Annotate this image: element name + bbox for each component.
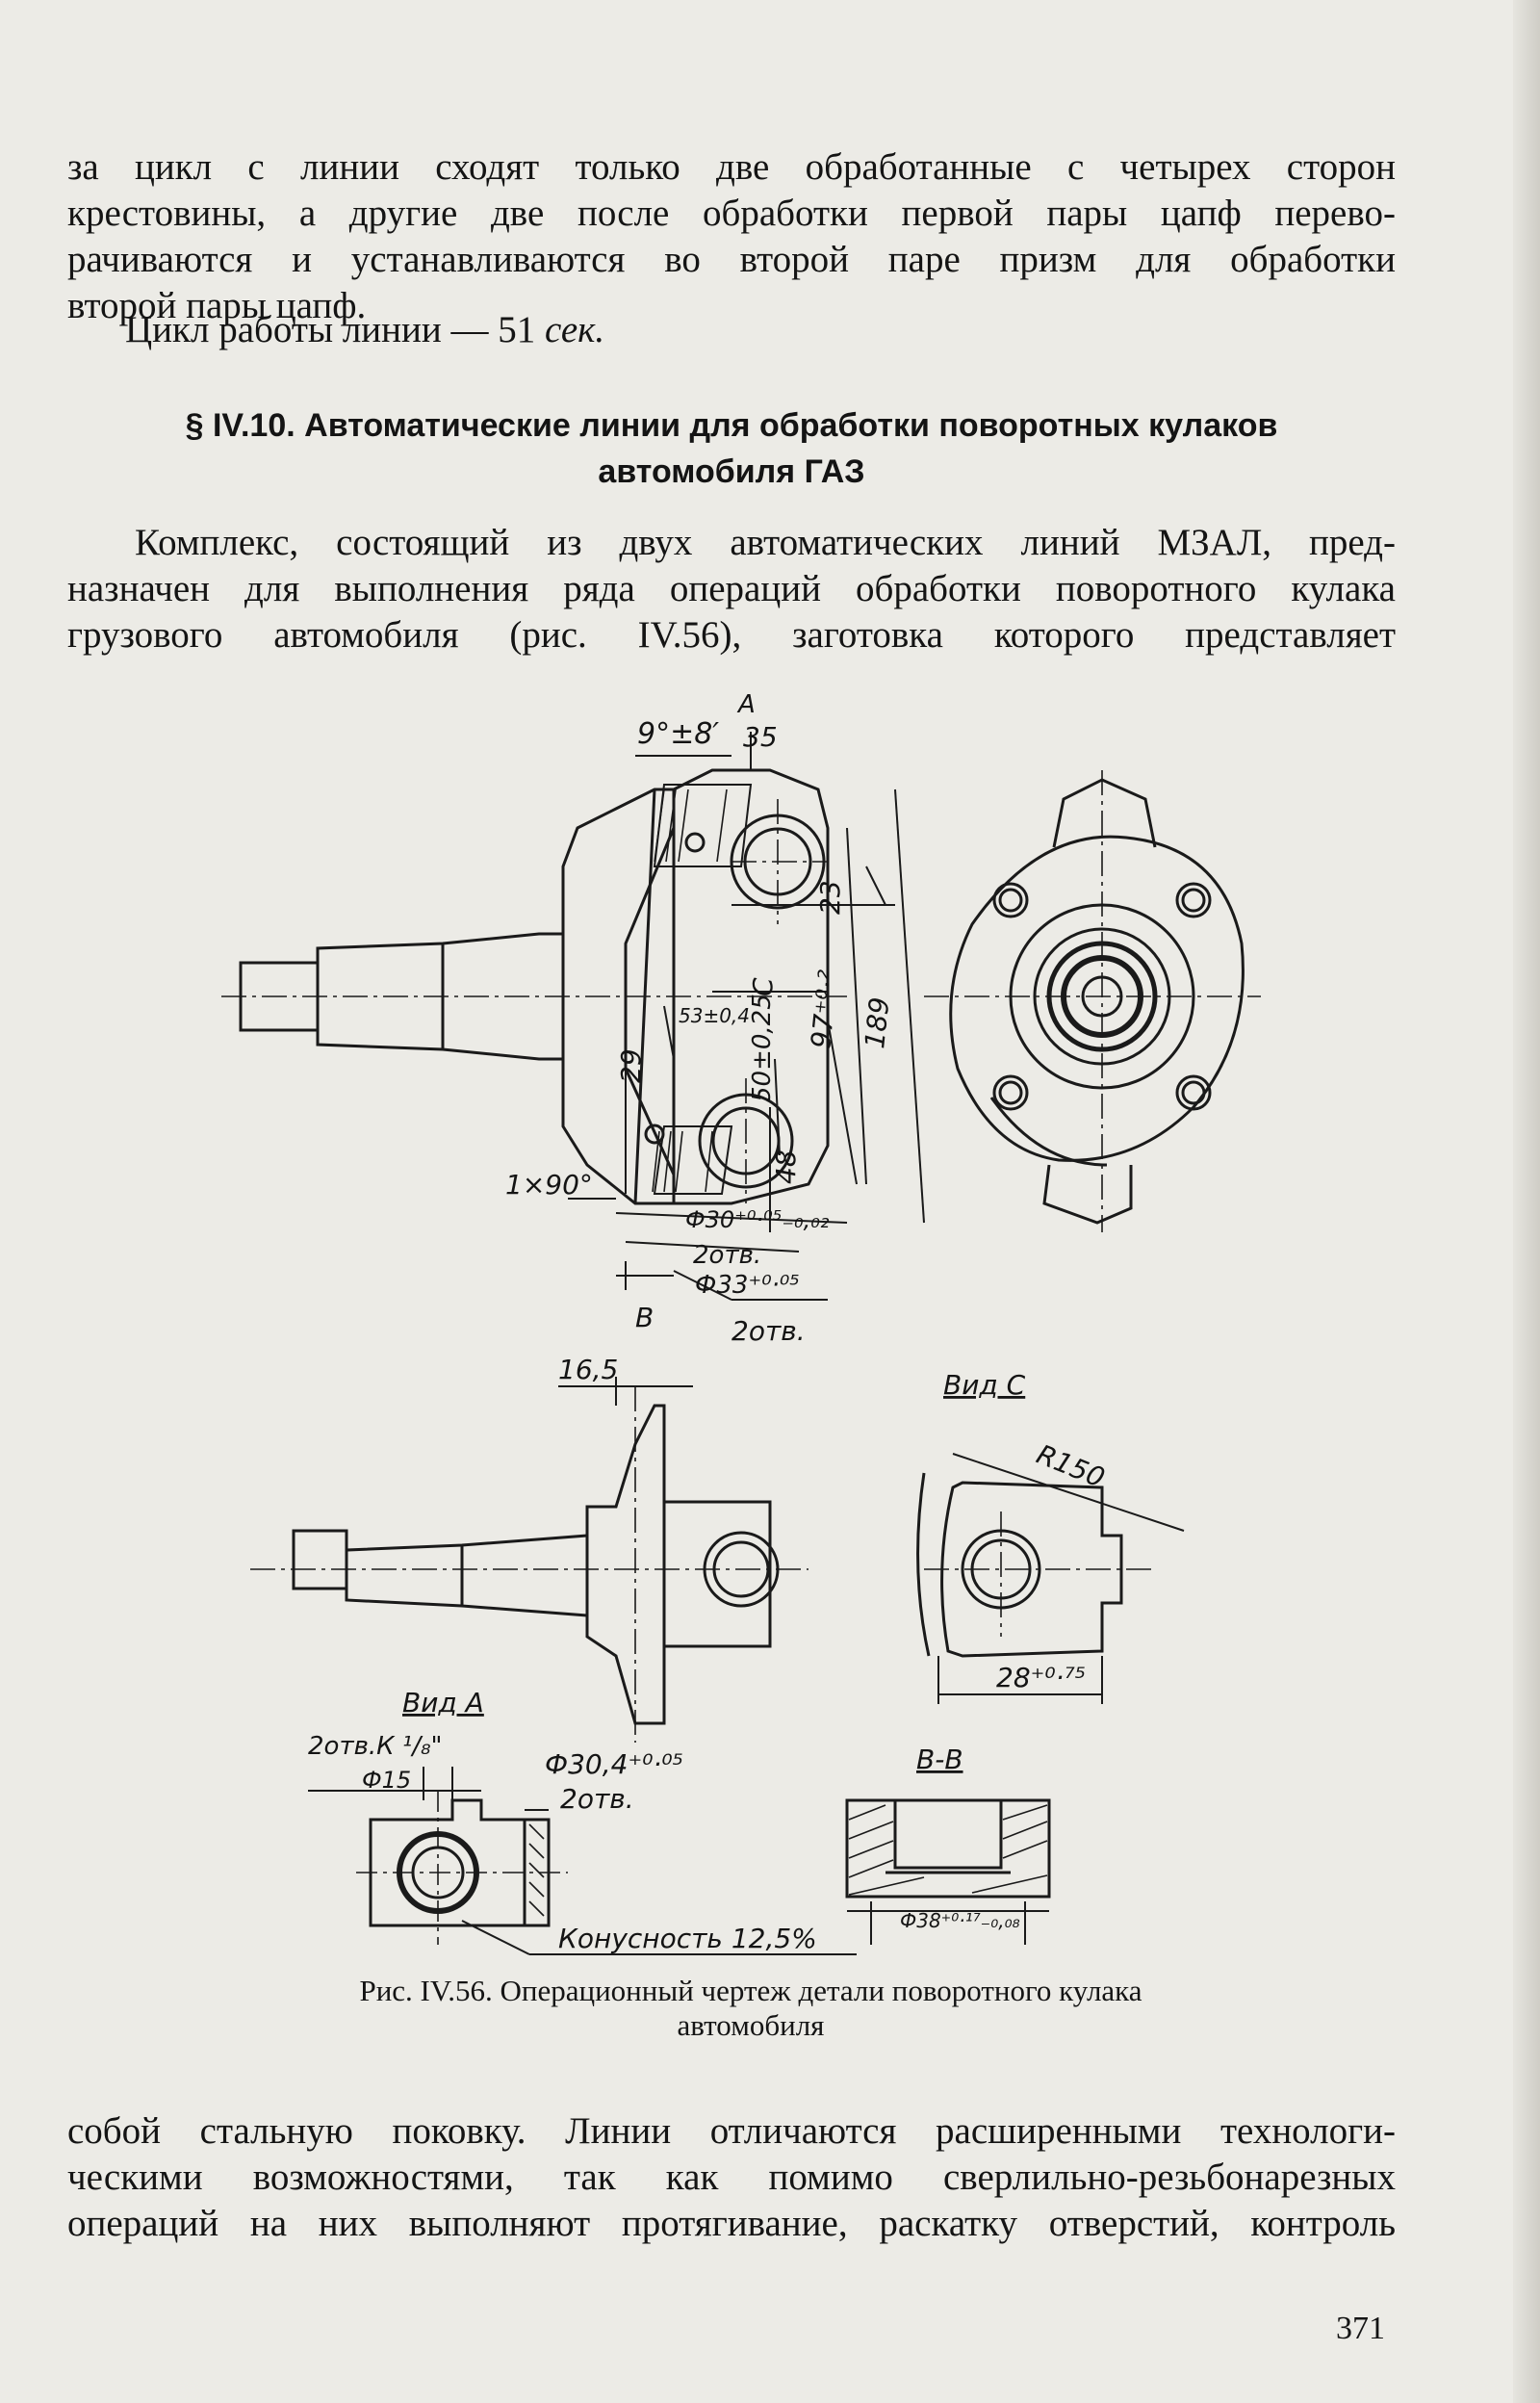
text-line: крестовины, а другие две после обработки… [67,193,1396,234]
label-dim-16-5: 16,5 [558,1354,618,1385]
label-dim-28: 28⁺⁰·⁷⁵ [996,1662,1086,1693]
figure-caption-line1: Рис. IV.56. Операционный чертеж детали п… [359,1974,1142,2007]
section-heading: § IV.10. Автоматические линии для обрабо… [67,402,1396,495]
label-dim-50: 50±0,25 [748,994,777,1102]
section-heading-line1: § IV.10. Автоматические линии для обрабо… [185,407,1278,444]
knuckle-front-view [239,768,830,1205]
cycle-time-line: Цикл работы линии — 51 сек. [125,308,604,351]
label-dim-35: 35 [743,721,778,753]
label-chamfer: 1×90° [505,1169,593,1201]
label-a-mark: A [736,690,756,719]
label-d33: Ф33⁺⁰·⁰⁵ [695,1271,800,1300]
text-line: Комплекс, состоящий из двух автоматическ… [135,522,1396,563]
intro-paragraph: за цикл с линии сходят только две обрабо… [67,144,1396,329]
text-line: рачиваются и устанавливаются во второй п… [67,239,1396,280]
page-number: 371 [1336,2311,1385,2346]
label-dim-23: 23 [814,880,846,915]
label-dim-c: C [747,977,779,996]
flange-end-view [949,778,1245,1225]
text-line: ческими возможностями, так как помимо св… [67,2157,1396,2198]
label-dim-189: 189 [859,995,895,1050]
label-d30: Ф30⁺⁰·⁰⁵₋₀,₀₂ [685,1206,830,1233]
label-d30-4: Ф30,4⁺⁰·⁰⁵ [545,1748,683,1780]
label-thread: 2отв.К ¹/₈" [308,1732,442,1761]
page-edge-shadow [1513,0,1540,2403]
label-angle: 9°±8′ [637,717,719,751]
section-heading-line2: автомобиля ГАЗ [598,453,865,490]
dimension-lines-main [568,732,925,1301]
label-two-holes-1: 2отв. [693,1241,761,1270]
section-hatching [848,1804,1048,1896]
label-view-a: Вид А [402,1687,484,1718]
center-lines [221,799,847,1203]
technical-drawing: 9°±8′ A 35 23 C 97⁺⁰·² 189 53±0,4 50±0,2… [221,690,1261,1955]
hatching [652,788,728,1193]
label-taper: Конусность 12,5% [558,1923,817,1954]
knuckle-side-view [292,1404,780,1725]
label-b-mark: B [635,1302,654,1333]
text-line: грузового автомобиля (рис. IV.56), загот… [67,614,1396,656]
text-line: назначен для выполнения ряда операций об… [67,568,1396,609]
section-bb [845,1798,1051,1945]
label-two-holes-2: 2отв. [732,1315,806,1347]
text-line: за цикл с линии сходят только две обрабо… [67,146,1396,188]
label-section-bb: В-В [916,1744,963,1775]
cycle-unit: сек. [545,309,605,350]
label-two-holes-3: 2отв. [560,1783,634,1815]
label-dim-29: 29 [615,1048,647,1083]
text-line: второй пары цапф. [67,285,367,326]
figure-caption: Рис. IV.56. Операционный чертеж детали п… [154,1974,1348,2043]
body-paragraph: Комплекс, состоящий из двух автоматическ… [67,520,1396,659]
label-dim-48: 48 [770,1150,802,1184]
closing-paragraph: собой стальную поковку. Линии отличаются… [67,2108,1396,2247]
label-dim-53: 53±0,4 [679,1004,750,1027]
text-line: операций на них выполняют протягивание, … [67,2203,1396,2244]
cycle-text: Цикл работы линии — 51 [125,309,546,350]
label-d15: Ф15 [362,1767,411,1794]
figure-caption-line2: автомобиля [677,2008,825,2042]
label-view-c: Вид С [943,1369,1026,1401]
label-d38: Ф38⁺⁰·¹⁷₋₀,₀₈ [900,1909,1020,1932]
label-dim-97: 97⁺⁰·² [805,969,844,1050]
text-line: собой стальную поковку. Линии отличаются… [67,2110,1396,2152]
